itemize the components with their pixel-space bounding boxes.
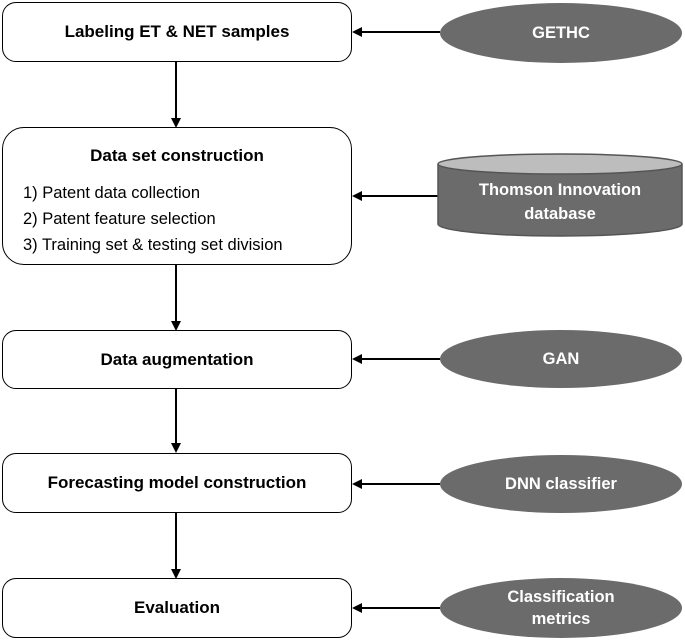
source-gan-ellipse: GAN (440, 330, 682, 388)
source-gethc-ellipse: GETHC (440, 3, 682, 63)
database-icon (437, 153, 683, 237)
step-model-label: Forecasting model construction (47, 473, 307, 492)
source-dnn-ellipse: DNN classifier (440, 455, 682, 513)
step-dataset-item: 3) Training set & testing set division (23, 236, 283, 254)
step-dataset-item: 2) Patent feature selection (23, 210, 216, 228)
step-labeling-box: Labeling ET & NET samples (2, 2, 352, 62)
source-metrics-label: Classification metrics (507, 588, 615, 628)
step-evaluation-box: Evaluation (2, 578, 352, 638)
source-gethc-label: GETHC (532, 24, 590, 42)
step-dataset-box: Data set construction 1) Patent data col… (2, 127, 352, 265)
source-metrics-ellipse: Classification metrics (440, 578, 682, 638)
step-augmentation-label: Data augmentation (100, 349, 254, 369)
step-model-box: Forecasting model construction (2, 453, 352, 513)
step-dataset-title: Data set construction (90, 146, 264, 165)
source-database-label: Thomson Innovation database (478, 181, 642, 223)
step-dataset-item: 1) Patent data collection (23, 184, 201, 202)
source-gan-label: GAN (542, 350, 580, 368)
source-dnn-label: DNN classifier (505, 475, 617, 493)
step-dataset-list: 1) Patent data collection 2) Patent feat… (3, 180, 351, 258)
step-labeling-label: Labeling ET & NET samples (64, 22, 290, 41)
source-database-cylinder: Thomson Innovation database (436, 152, 684, 238)
step-augmentation-box: Data augmentation (2, 330, 352, 389)
step-evaluation-label: Evaluation (134, 598, 220, 617)
